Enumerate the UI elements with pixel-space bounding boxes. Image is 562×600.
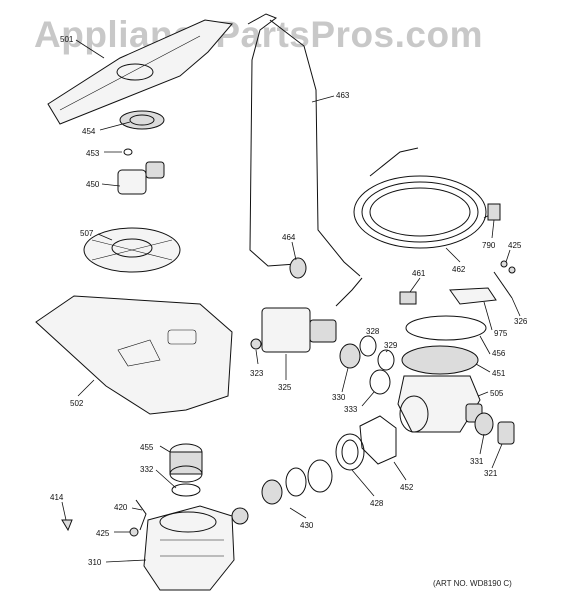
callout-323: 323	[250, 369, 264, 378]
callout-428: 428	[370, 499, 384, 508]
callout-790: 790	[482, 241, 496, 250]
diverter-part	[169, 443, 203, 483]
callout-331: 331	[470, 457, 484, 466]
filter-part	[83, 227, 181, 273]
callout-321: 321	[484, 469, 498, 478]
callout-420: 420	[114, 503, 128, 512]
callout-455: 455	[140, 443, 154, 452]
ring-part	[401, 345, 479, 375]
callout-451: 451	[492, 369, 506, 378]
gasket-part	[405, 315, 487, 341]
clamp-part	[359, 415, 397, 465]
grommet-part	[289, 257, 307, 279]
callout-332: 332	[140, 465, 154, 474]
sump-base-part	[35, 295, 233, 415]
clip-part	[399, 291, 417, 305]
callout-462: 462	[452, 265, 466, 274]
callout-425-bottom: 425	[96, 529, 110, 538]
bearing-ring-part	[119, 110, 165, 130]
callout-507: 507	[80, 229, 94, 238]
callout-329: 329	[384, 341, 398, 350]
drain-hose-part	[353, 147, 499, 249]
callout-463: 463	[336, 91, 350, 100]
hose-clamp-part	[487, 203, 501, 221]
callout-325: 325	[278, 383, 292, 392]
bracket-part	[449, 287, 497, 305]
callout-452: 452	[400, 483, 414, 492]
callout-464: 464	[282, 233, 296, 242]
callout-330: 330	[332, 393, 346, 402]
o-ring-part	[123, 148, 133, 156]
motor-pump-part	[143, 505, 235, 591]
wire-part	[493, 271, 513, 299]
callout-328: 328	[366, 327, 380, 336]
callout-425-top: 425	[508, 241, 522, 250]
watermark: AppliancePartsPros.com	[34, 14, 483, 55]
callout-333: 333	[344, 405, 358, 414]
callout-454: 454	[82, 127, 96, 136]
callout-414: 414	[50, 493, 64, 502]
callout-456: 456	[492, 349, 506, 358]
callout-labels: 501 454 453 450 507 463 464 790 425 461 …	[50, 35, 528, 567]
manifold-part	[117, 161, 165, 195]
art-number: (ART NO. WD8190 C)	[433, 579, 512, 588]
callout-461: 461	[412, 269, 426, 278]
sump-housing-part	[397, 375, 483, 433]
callout-505: 505	[490, 389, 504, 398]
callout-450: 450	[86, 180, 100, 189]
callout-430: 430	[300, 521, 314, 530]
callout-326: 326	[514, 317, 528, 326]
callout-502: 502	[70, 399, 84, 408]
callout-501: 501	[60, 35, 74, 44]
leader-lines	[61, 39, 521, 563]
inlet-valve-part	[261, 277, 363, 353]
callout-975: 975	[494, 329, 508, 338]
drain-tube-part	[247, 13, 297, 267]
callout-453: 453	[86, 149, 100, 158]
callout-310: 310	[88, 558, 102, 567]
spray-arm-part	[47, 19, 233, 125]
